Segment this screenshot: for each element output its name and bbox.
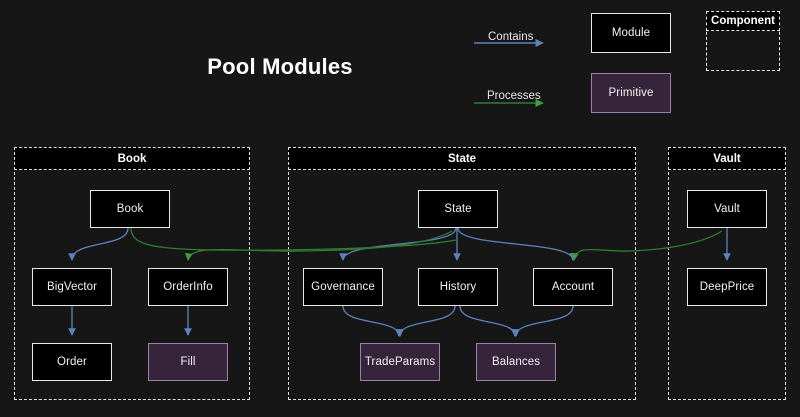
node-fill-label: Fill — [180, 356, 196, 368]
node-vault-label: Vault — [714, 203, 740, 215]
legend-contains-label: Contains — [488, 31, 534, 43]
node-history-label: History — [439, 281, 477, 293]
node-bigvector-label: BigVector — [46, 281, 98, 293]
node-fill[interactable]: Fill — [148, 343, 228, 381]
node-orderinfo[interactable]: OrderInfo — [148, 268, 228, 306]
node-balances-label: Balances — [491, 356, 541, 368]
node-governance[interactable]: Governance — [303, 268, 383, 306]
node-tradeparams-label: TradeParams — [364, 356, 436, 368]
legend-component-label: Component — [711, 15, 775, 27]
cluster-vault-header: Vault — [668, 147, 786, 170]
cluster-state-header: State — [288, 147, 636, 170]
legend-processes-label: Processes — [487, 90, 541, 102]
node-deepprice[interactable]: DeepPrice — [687, 268, 767, 306]
legend-primitive-label: Primitive — [608, 87, 654, 99]
node-deepprice-label: DeepPrice — [699, 281, 755, 293]
page-title: Pool Modules — [207, 54, 353, 79]
legend-contains-arrow-icon — [474, 38, 544, 48]
cluster-book-header: Book — [14, 147, 250, 170]
node-state-label: State — [444, 203, 472, 215]
legend-module-label: Module — [611, 27, 651, 39]
node-order[interactable]: Order — [32, 343, 112, 381]
legend-component-header: Component — [706, 11, 780, 31]
node-book[interactable]: Book — [90, 190, 170, 228]
node-vault[interactable]: Vault — [687, 190, 767, 228]
cluster-state-label: State — [447, 152, 477, 165]
node-tradeparams[interactable]: TradeParams — [360, 343, 440, 381]
node-order-label: Order — [57, 356, 87, 368]
node-orderinfo-label: OrderInfo — [163, 281, 213, 293]
cluster-book-label: Book — [117, 152, 147, 165]
node-balances[interactable]: Balances — [476, 343, 556, 381]
legend-module-sample: Module — [591, 13, 671, 53]
node-book-label: Book — [116, 203, 144, 215]
node-governance-label: Governance — [311, 281, 375, 293]
cluster-vault-label: Vault — [713, 152, 741, 165]
legend-primitive-sample: Primitive — [591, 73, 671, 113]
node-history[interactable]: History — [418, 268, 498, 306]
legend-processes-arrow-icon — [474, 98, 544, 108]
node-bigvector[interactable]: BigVector — [32, 268, 112, 306]
node-state[interactable]: State — [418, 190, 498, 228]
node-account[interactable]: Account — [533, 268, 613, 306]
node-account-label: Account — [551, 281, 595, 293]
